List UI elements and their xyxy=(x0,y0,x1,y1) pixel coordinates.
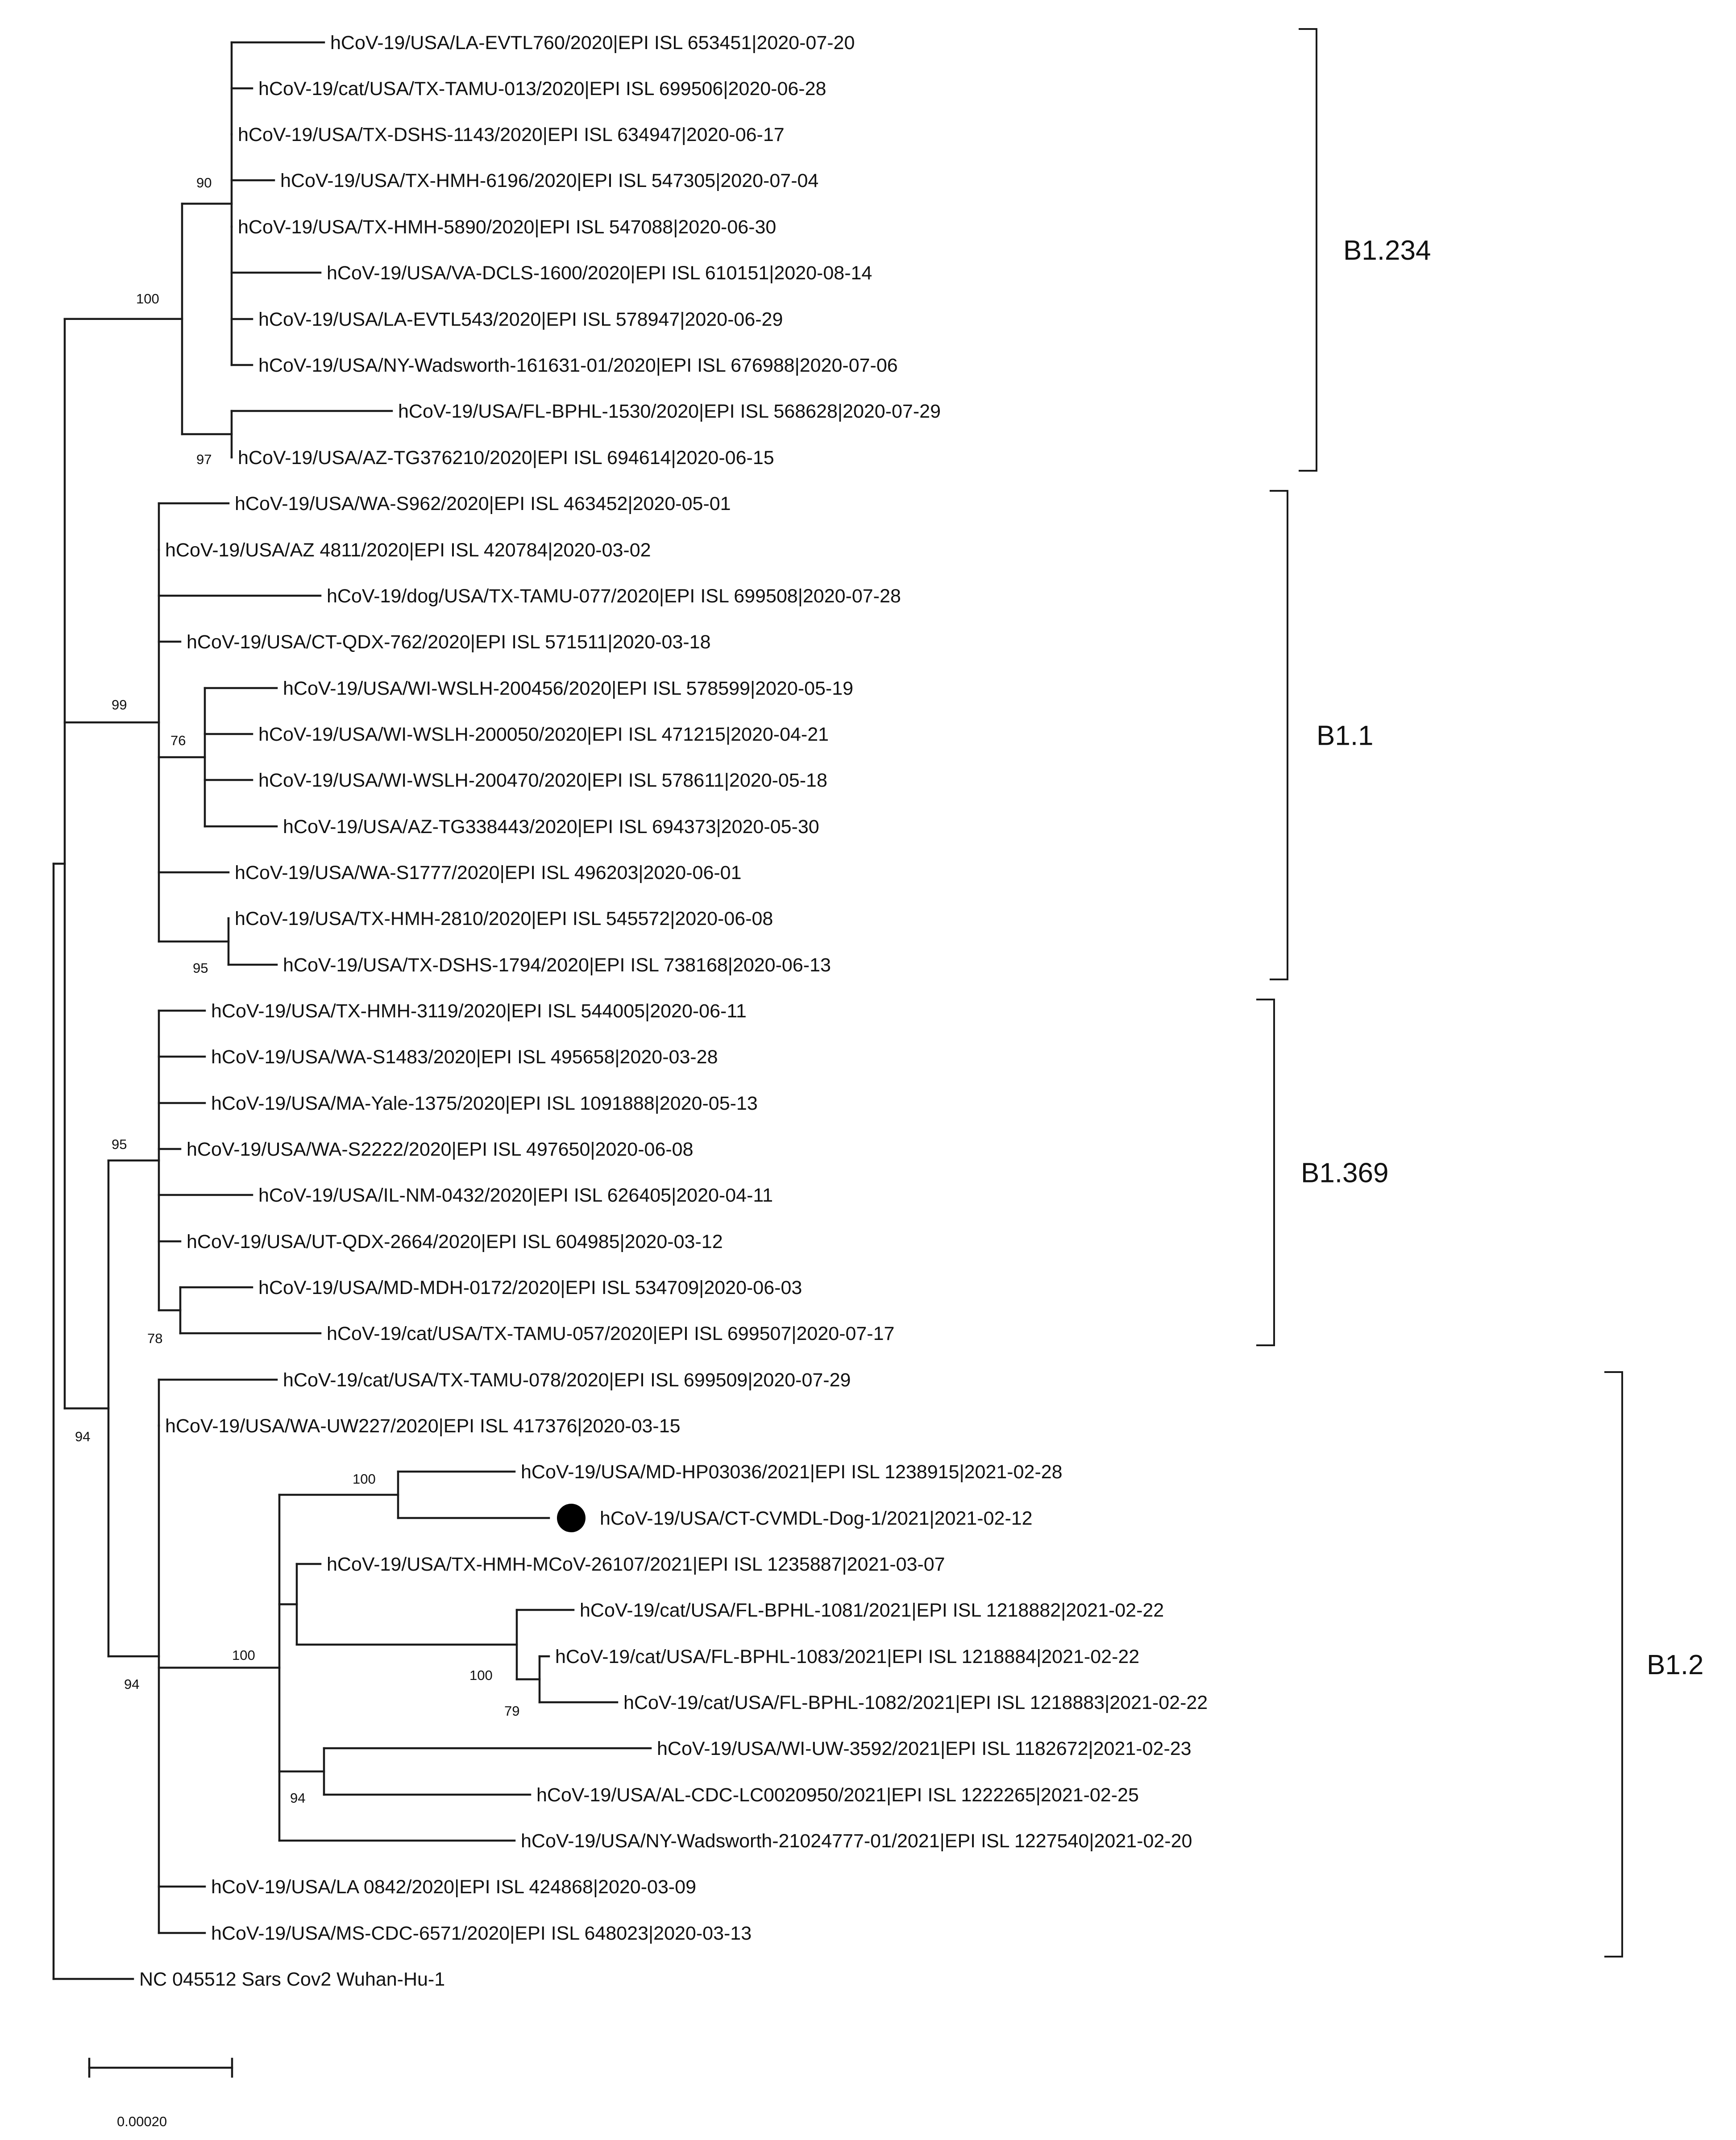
leaf-label: hCoV-19/USA/WA-S2222/2020|EPI ISL 497650… xyxy=(187,1139,694,1160)
leaf-label: hCoV-19/USA/MS-CDC-6571/2020|EPI ISL 648… xyxy=(211,1923,752,1944)
clade-label: B1.369 xyxy=(1301,1158,1389,1189)
support-value: 90 xyxy=(196,175,212,191)
leaf-label: hCoV-19/cat/USA/FL-BPHL-1083/2021|EPI IS… xyxy=(555,1646,1139,1667)
scale-bar: 0.00020 xyxy=(88,2057,233,2129)
leaf-label: hCoV-19/USA/TX-HMH-2810/2020|EPI ISL 545… xyxy=(235,908,773,929)
leaf-label: hCoV-19/USA/WA-UW227/2020|EPI ISL 417376… xyxy=(165,1415,681,1437)
leaf-label: hCoV-19/dog/USA/TX-TAMU-077/2020|EPI ISL… xyxy=(327,585,901,607)
leaf-label: hCoV-19/USA/MA-Yale-1375/2020|EPI ISL 10… xyxy=(211,1093,758,1114)
leaf-label: hCoV-19/USA/IL-NM-0432/2020|EPI ISL 6264… xyxy=(258,1185,773,1206)
leaf-label: hCoV-19/USA/LA 0842/2020|EPI ISL 424868|… xyxy=(211,1876,696,1898)
support-value: 94 xyxy=(124,1676,139,1692)
leaf-label: hCoV-19/USA/CT-QDX-762/2020|EPI ISL 5715… xyxy=(187,631,711,653)
clade-label: B1.2 xyxy=(1647,1650,1704,1680)
support-value: 95 xyxy=(112,1136,127,1152)
clade-bracket xyxy=(1604,1371,1623,1958)
clade-bracket xyxy=(1270,490,1288,980)
clade-bracket xyxy=(1299,28,1317,472)
support-value: 79 xyxy=(504,1703,519,1719)
leaf-label: hCoV-19/USA/WI-WSLH-200470/2020|EPI ISL … xyxy=(258,770,827,791)
leaf-label: hCoV-19/USA/AZ-TG376210/2020|EPI ISL 694… xyxy=(238,447,774,469)
leaf-label: hCoV-19/USA/WA-S1483/2020|EPI ISL 495658… xyxy=(211,1046,718,1068)
leaf-label: hCoV-19/cat/USA/TX-TAMU-078/2020|EPI ISL… xyxy=(283,1369,851,1391)
support-value: 94 xyxy=(75,1429,90,1444)
leaf-label: hCoV-19/cat/USA/FL-BPHL-1082/2021|EPI IS… xyxy=(623,1692,1208,1713)
leaf-label: hCoV-19/USA/LA-EVTL543/2020|EPI ISL 5789… xyxy=(258,309,783,330)
support-value: 97 xyxy=(196,452,212,467)
support-value: 100 xyxy=(469,1667,493,1683)
leaf-label: hCoV-19/USA/FL-BPHL-1530/2020|EPI ISL 56… xyxy=(398,401,941,422)
leaf-label: NC 045512 Sars Cov2 Wuhan-Hu-1 xyxy=(139,1969,445,1990)
scale-bar-label: 0.00020 xyxy=(117,2114,167,2129)
leaf-label: hCoV-19/cat/USA/FL-BPHL-1081/2021|EPI IS… xyxy=(580,1600,1164,1621)
leaf-label: hCoV-19/USA/LA-EVTL760/2020|EPI ISL 6534… xyxy=(330,32,855,54)
leaf-label: hCoV-19/USA/TX-HMH-5890/2020|EPI ISL 547… xyxy=(238,216,776,238)
clade-label: B1.234 xyxy=(1343,235,1431,266)
tree-branches xyxy=(52,41,652,1980)
support-value: 99 xyxy=(112,697,127,713)
leaf-label: hCoV-19/USA/AZ-TG338443/2020|EPI ISL 694… xyxy=(283,816,819,838)
leaf-label: hCoV-19/USA/MD-MDH-0172/2020|EPI ISL 534… xyxy=(258,1277,802,1298)
leaf-label: hCoV-19/USA/TX-DSHS-1143/2020|EPI ISL 63… xyxy=(238,124,785,145)
leaf-label: hCoV-19/USA/WI-UW-3592/2021|EPI ISL 1182… xyxy=(657,1738,1192,1759)
leaf-label: hCoV-19/USA/TX-HMH-6196/2020|EPI ISL 547… xyxy=(280,170,818,191)
support-value: 95 xyxy=(193,960,208,976)
leaf-label: hCoV-19/USA/TX-DSHS-1794/2020|EPI ISL 73… xyxy=(283,954,831,976)
leaf-label: hCoV-19/USA/AL-CDC-LC0020950/2021|EPI IS… xyxy=(536,1784,1139,1806)
leaf-label: hCoV-19/USA/UT-QDX-2664/2020|EPI ISL 604… xyxy=(187,1231,723,1252)
leaf-label: hCoV-19/USA/WA-S1777/2020|EPI ISL 496203… xyxy=(235,862,742,883)
leaf-label: hCoV-19/USA/VA-DCLS-1600/2020|EPI ISL 61… xyxy=(327,262,872,284)
clade-label: B1.1 xyxy=(1317,721,1374,751)
leaf-label: hCoV-19/USA/MD-HP03036/2021|EPI ISL 1238… xyxy=(521,1461,1063,1483)
support-value: 78 xyxy=(147,1331,162,1346)
leaf-label: hCoV-19/cat/USA/TX-TAMU-057/2020|EPI ISL… xyxy=(327,1323,894,1344)
leaf-label: hCoV-19/USA/WI-WSLH-200456/2020|EPI ISL … xyxy=(283,678,853,699)
clade-bracket xyxy=(1256,999,1275,1346)
highlight-sample-marker-icon xyxy=(557,1504,586,1532)
leaf-label: hCoV-19/USA/NY-Wadsworth-161631-01/2020|… xyxy=(258,355,898,376)
leaf-label: hCoV-19/USA/TX-HMH-MCoV-26107/2021|EPI I… xyxy=(327,1554,945,1575)
leaf-label: hCoV-19/USA/CT-CVMDL-Dog-1/2021|2021-02-… xyxy=(600,1508,1033,1529)
support-value: 100 xyxy=(353,1471,376,1487)
leaf-labels: hCoV-19/USA/LA-EVTL760/2020|EPI ISL 6534… xyxy=(139,32,1208,1990)
leaf-label: hCoV-19/cat/USA/TX-TAMU-013/2020|EPI ISL… xyxy=(258,78,826,100)
leaf-label: hCoV-19/USA/AZ 4811/2020|EPI ISL 420784|… xyxy=(165,539,651,561)
leaf-label: hCoV-19/USA/TX-HMH-3119/2020|EPI ISL 544… xyxy=(211,1000,747,1022)
support-values: 90 100 97 99 76 95 95 78 94 100 100 100 79 94 94 xyxy=(75,175,519,1806)
support-value: 94 xyxy=(290,1790,305,1806)
leaf-label: hCoV-19/USA/WA-S962/2020|EPI ISL 463452|… xyxy=(235,493,731,514)
support-value: 76 xyxy=(170,733,186,748)
leaf-label: hCoV-19/USA/WI-WSLH-200050/2020|EPI ISL … xyxy=(258,724,829,745)
leaf-label: hCoV-19/USA/NY-Wadsworth-21024777-01/202… xyxy=(521,1830,1192,1852)
support-value: 100 xyxy=(136,291,159,307)
support-value: 100 xyxy=(232,1647,255,1663)
